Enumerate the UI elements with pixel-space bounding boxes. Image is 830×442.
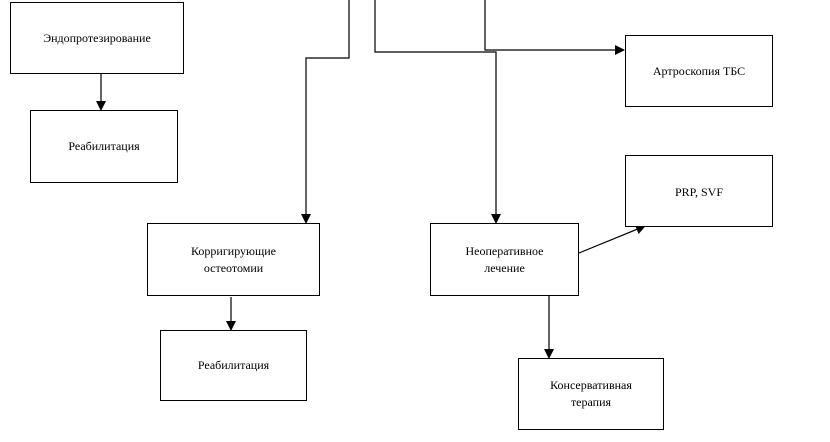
node-endoprosthetics: Эндопротезирование <box>10 2 184 74</box>
node-arthroscopy: Артроскопия ТБС <box>625 35 773 107</box>
connector-top-to-non-operative <box>374 0 501 224</box>
node-conservative-therapy-label: Консервативная терапия <box>550 378 632 409</box>
node-non-operative-treatment: Неоперативное лечение <box>430 223 579 296</box>
node-prp-svf: PRP, SVF <box>625 155 773 227</box>
node-conservative-therapy: Консервативная терапия <box>518 358 664 430</box>
node-prp-svf-label: PRP, SVF <box>674 185 724 199</box>
node-corrective-osteotomy-label: Корригирующие остеотомии <box>191 243 276 275</box>
node-rehabilitation-2-label: Реабилитация <box>197 358 270 372</box>
connector-top-to-corrective-osteotomy <box>301 0 350 224</box>
node-rehabilitation-1-label: Реабилитация <box>68 139 140 153</box>
node-non-operative-treatment-label: Неоперативное лечение <box>465 243 544 275</box>
connector-top-to-arthroscopy <box>484 0 625 55</box>
node-rehabilitation-2: Реабилитация <box>160 330 307 401</box>
connector-non-operative-to-prp-svf <box>578 224 646 254</box>
node-arthroscopy-label: Артроскопия ТБС <box>652 63 746 78</box>
node-corrective-osteotomy: Корригирующие остеотомии <box>147 223 320 296</box>
node-endoprosthetics-label: Эндопротезирование <box>43 30 151 45</box>
node-rehabilitation-1: Реабилитация <box>30 110 178 183</box>
